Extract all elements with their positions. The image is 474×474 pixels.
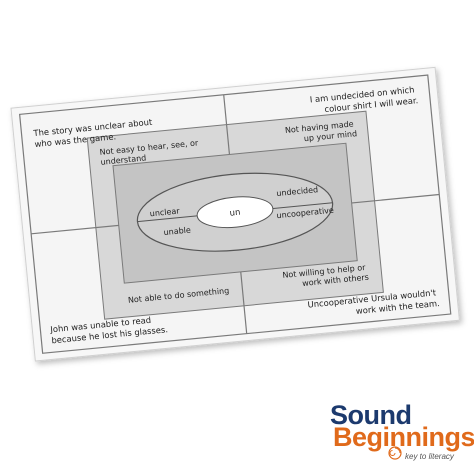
word-undecided: undecided [276,185,319,198]
brand-name-line2: Beginnings [333,422,474,452]
prefix-label: un [229,208,241,219]
prefix-oval [196,196,274,229]
brand-name-line1: Sound [330,400,412,430]
word-unable: unable [163,226,191,238]
word-unclear: unclear [149,206,180,218]
brand-tagline: key to literacy [405,452,454,461]
swirl-icon [388,446,402,460]
brand-logo: Sound Beginnings key to literacy [330,400,474,468]
